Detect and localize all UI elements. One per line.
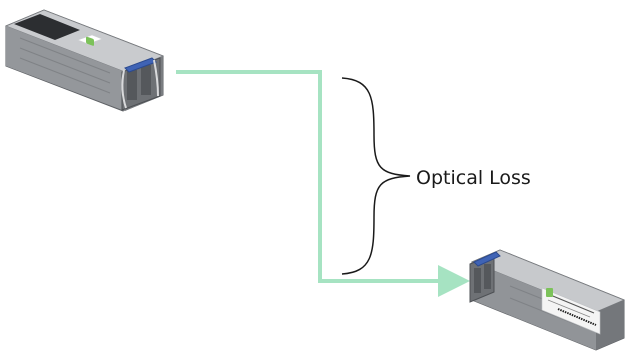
- loss-brace: [341, 77, 411, 275]
- fiber-path: [176, 70, 470, 297]
- sfp-module-receiver: [469, 249, 626, 351]
- brand-logo-icon: [77, 34, 103, 46]
- latch-handle: [124, 57, 157, 73]
- sfp-module-transmitter: [4, 9, 165, 112]
- brand-logo-icon: [546, 288, 553, 297]
- latch-handle: [473, 251, 501, 267]
- optical-loss-label: Optical Loss: [416, 167, 531, 189]
